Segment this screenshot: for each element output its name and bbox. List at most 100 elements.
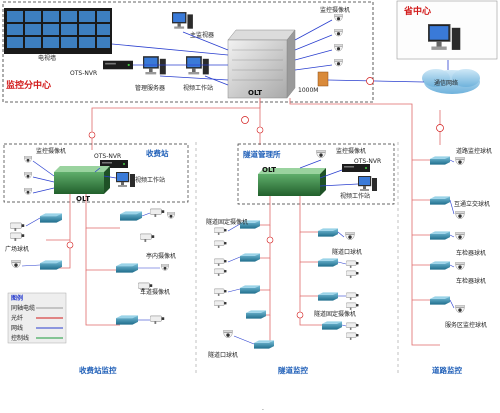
tunnel-dome-1 (316, 150, 326, 159)
network-cloud (422, 69, 480, 94)
tunnel-cam-3 (214, 258, 227, 266)
fiber-trunks (91, 98, 441, 346)
toll-onu-3 (40, 260, 62, 270)
legend: 图例 同轴电缆 光纤 网线 控制线 (7, 292, 67, 344)
road-onu-5 (430, 296, 450, 305)
tunnel-cam-11 (346, 322, 359, 330)
center-olt-label: OLT (248, 89, 262, 97)
legend-item-1: 光纤 (11, 314, 23, 322)
tunnel-cam-9 (346, 292, 359, 300)
legend-title: 图例 (11, 294, 23, 302)
tunnel-onu-6 (318, 228, 338, 237)
tunnel-nvr-icon (342, 164, 370, 172)
tunnel-cam-8 (346, 270, 359, 278)
tunnel-onu-3 (240, 285, 260, 294)
tunnel-olt-label: OLT (262, 166, 276, 174)
toll-cam-3 (10, 232, 25, 241)
tunnel-entrance-dome2-label: 隧道口球机 (208, 351, 238, 359)
toll-dome-2 (24, 172, 32, 179)
center-lan-links (111, 19, 333, 86)
toll-dome-4 (167, 212, 175, 219)
tunnel-footer: 隧道监控 (278, 365, 308, 375)
toll-boundary (3, 143, 189, 203)
server-label: 管理服务器 (135, 84, 165, 92)
road-onu-3 (430, 231, 450, 240)
tunnel-cam-5 (214, 288, 227, 296)
toll-onu-2 (40, 213, 62, 223)
tunnel-onu-8 (318, 292, 338, 301)
tunnel-cam-7 (346, 260, 359, 268)
road-cam-label: 道路监控球机 (456, 147, 492, 155)
tunnel-cam-12 (346, 332, 359, 340)
tunnel-cam-4 (214, 268, 227, 276)
toll-olt-label: OLT (76, 195, 90, 203)
center-boundary (2, 1, 374, 103)
video-wall-label: 电视墙 (38, 54, 56, 62)
toll-workstation-icon (116, 172, 136, 188)
center-dome-2 (334, 29, 343, 37)
center-camera-label: 监控摄像机 (320, 6, 350, 14)
toll-cam-4 (150, 315, 165, 324)
tunnel-onu-9 (322, 321, 342, 330)
firewall-icon (317, 71, 329, 87)
tunnel-onu-2 (240, 253, 260, 262)
legend-item-2: 网线 (11, 324, 23, 332)
toll-footer: 收费站监控 (79, 365, 117, 375)
toll-onu-5 (116, 315, 138, 325)
legend-item-0: 同轴电缆 (11, 304, 35, 312)
tunnel-entrance-dome-1 (345, 232, 355, 241)
center-dome-1 (334, 14, 343, 22)
tunnel-cam-2 (214, 240, 227, 248)
toll-lane-dome (161, 264, 169, 271)
road-dome-1 (455, 157, 465, 166)
tunnel-fixed-cam2-label: 隧道固定摄像机 (314, 310, 356, 318)
center-title: 监控分中心 (6, 79, 51, 91)
nvr-label: OTS-NVR (70, 70, 97, 77)
road-onu-4 (430, 261, 450, 270)
tunnel-onu-7 (318, 258, 338, 267)
toll-dome-3 (24, 188, 32, 195)
nvr-icon (103, 60, 133, 70)
toll-workstation-label: 视频工作站 (135, 176, 165, 184)
toll-nvr-label: OTS-NVR (94, 153, 121, 160)
footnote: . (262, 405, 264, 412)
tunnel-fibers (240, 196, 322, 346)
center-olt-rack (227, 29, 296, 99)
workstation-label: 视频工作站 (183, 84, 213, 92)
tunnel-olt (258, 168, 326, 196)
road-onu-2 (430, 196, 450, 205)
road-dome-4 (455, 262, 465, 271)
legend-item-3: 控制线 (11, 334, 29, 342)
checkpoint2-label: 车检器球机 (456, 277, 486, 285)
link-1000m-label: 1000M (298, 87, 318, 94)
tunnel-title: 隧道管理所 (243, 149, 281, 159)
province-title: 省中心 (403, 5, 431, 17)
tunnel-onu-5 (254, 340, 274, 349)
toll-plaza-dome (11, 260, 21, 269)
interchange-label: 互通立交球机 (454, 200, 490, 208)
toll-camera-label: 监控摄像机 (36, 147, 66, 155)
toll-onu-1 (120, 211, 142, 221)
network-label: 通信网络 (434, 79, 458, 87)
plaza-dome-label: 广场球机 (5, 245, 29, 253)
toll-title: 收费站 (146, 148, 169, 158)
tunnel-workstation-icon (358, 176, 378, 192)
tunnel-cam-6 (214, 300, 227, 308)
tunnel-fixed-cam-label: 隧道固定摄像机 (206, 218, 248, 226)
road-onu-1 (430, 156, 450, 165)
toll-lan-links (32, 160, 117, 194)
main-monitor-label: 主监视器 (190, 31, 214, 39)
center-dome-3 (334, 44, 343, 52)
road-dome-2 (455, 211, 465, 220)
tunnel-nvr-label: OTS-NVR (354, 158, 381, 165)
lane-camera-label: 车道摄像机 (140, 288, 170, 296)
tunnel-entrance-dome-label: 隧道口球机 (332, 248, 362, 256)
tunnel-cam-1 (214, 227, 227, 235)
center-dome-4 (334, 59, 343, 67)
toll-booth-cam (140, 233, 155, 242)
main-monitor-icon (172, 12, 194, 30)
tunnel-workstation-label: 视频工作站 (340, 192, 370, 200)
toll-cam-2 (10, 222, 25, 231)
tunnel-entrance-dome-2 (223, 330, 233, 339)
